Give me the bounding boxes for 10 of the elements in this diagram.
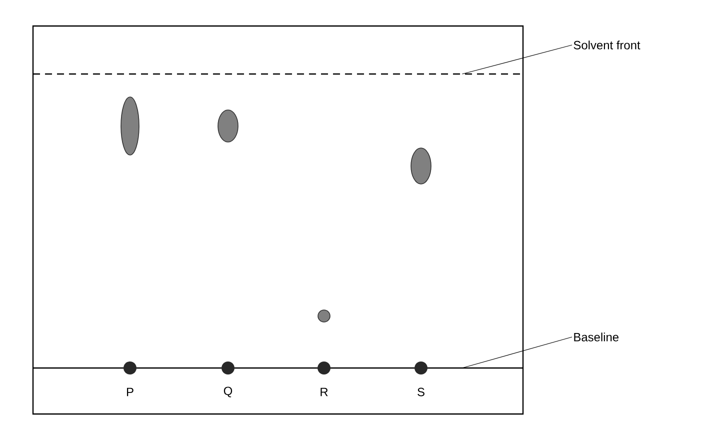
- lane-label: S: [418, 388, 424, 396]
- leader-line: [462, 44, 572, 74]
- leader-label: Solvent front: [574, 40, 640, 50]
- baseline: [33, 367, 523, 369]
- lane-label: R: [320, 388, 328, 396]
- lane-label: P: [127, 388, 134, 396]
- leader-line: [462, 336, 572, 368]
- solvent-front-line: [33, 73, 523, 75]
- leader-label: Baseline: [574, 332, 618, 342]
- lane-label: Q: [224, 386, 232, 398]
